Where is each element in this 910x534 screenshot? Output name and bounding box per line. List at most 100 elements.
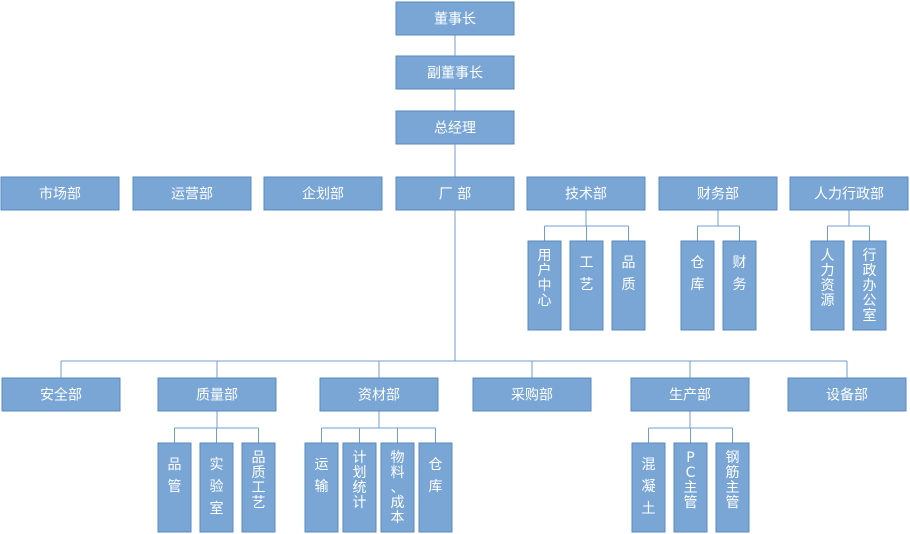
org-node-label: 实验室 [210,457,224,517]
org-node-hr-resources[interactable]: 人力资源 [810,240,845,331]
org-node-planning[interactable]: 企划部 [263,176,383,211]
org-node-box [472,377,592,412]
org-node-q-lab[interactable]: 实验室 [199,442,234,533]
org-node-factory[interactable]: 厂 部 [395,176,515,211]
org-node-label: 董事长 [434,12,476,28]
org-node-label: 用户中心 [538,248,552,309]
org-node-label: 人力行政部 [814,187,884,203]
org-node-label: 市场部 [39,186,81,203]
org-node-fin-finance[interactable]: 财务 [722,240,757,331]
org-node-box [722,240,757,331]
org-node-p-rebar-supervisor[interactable]: 钢筋主管 [715,442,750,533]
org-node-hr-admin[interactable]: 人力行政部 [789,176,909,211]
org-node-box [789,176,909,211]
org-node-label: 财务 [733,255,747,293]
org-node-technology[interactable]: 技术部 [526,176,646,211]
org-node-box [715,442,750,533]
org-node-box [395,176,515,211]
org-node-finance[interactable]: 财务部 [658,176,778,211]
org-node-box [527,240,562,331]
org-node-box [319,377,439,412]
org-node-quality[interactable]: 质量部 [157,377,277,412]
org-node-general-manager[interactable]: 总经理 [395,110,515,145]
org-node-label: 资材部 [358,388,400,404]
org-node-label: 仓库 [691,255,705,293]
org-node-box [658,176,778,211]
org-node-label: 运输 [315,457,329,495]
org-node-label: 混凝土 [642,457,656,517]
org-node-box [673,442,708,533]
org-node-label: 品质 [622,255,636,293]
org-node-q-quality-control[interactable]: 品管 [157,442,192,533]
org-node-box [395,110,515,145]
org-node-vice-chairman[interactable]: 副董事长 [395,55,515,90]
org-node-label: 厂 部 [439,187,471,203]
org-node-m-transport[interactable]: 运输 [304,442,339,533]
org-node-chairman[interactable]: 董事长 [395,1,515,36]
org-node-box [526,176,646,211]
org-node-operations[interactable]: 运营部 [132,176,252,211]
org-node-purchasing[interactable]: 采购部 [472,377,592,412]
org-node-q-quality-process[interactable]: 品质工艺 [241,442,276,533]
org-node-box [199,442,234,533]
org-node-box [342,442,377,533]
org-node-box [241,442,276,533]
org-node-hr-office[interactable]: 行政办公室 [852,240,887,331]
org-node-fin-warehouse[interactable]: 仓库 [680,240,715,331]
org-node-label: 质量部 [196,388,238,404]
org-node-box [263,176,383,211]
org-node-box [631,442,666,533]
org-node-label: 计划统计 [353,450,367,511]
org-node-production[interactable]: 生产部 [630,377,750,412]
org-node-box [569,240,604,331]
org-node-marketing[interactable]: 市场部 [0,176,120,211]
org-node-box [1,377,121,412]
org-node-label: 生产部 [669,388,711,404]
org-node-label: 品质工艺 [252,450,266,511]
org-node-box [157,442,192,533]
org-node-box [418,442,453,533]
org-node-box [630,377,750,412]
org-node-box [380,442,415,533]
org-node-box [304,442,339,533]
org-node-p-concrete[interactable]: 混凝土 [631,442,666,533]
org-node-box [852,240,887,331]
org-node-materials[interactable]: 资材部 [319,377,439,412]
org-node-tech-user-center[interactable]: 用户中心 [527,240,562,331]
org-node-tech-quality[interactable]: 品质 [611,240,646,331]
connector-lines [60,35,870,443]
org-node-label: 副董事长 [427,66,483,82]
org-node-equipment[interactable]: 设备部 [787,377,907,412]
org-node-m-planning-stats[interactable]: 计划统计 [342,442,377,533]
org-node-box [787,377,907,412]
org-node-label: 工艺 [580,255,594,293]
org-node-box [611,240,646,331]
org-node-label: 仓库 [429,457,443,495]
org-node-label: 企划部 [302,186,344,203]
org-node-label: 物料、成本 [391,450,405,526]
org-node-label: 品管 [168,457,182,495]
org-node-box [680,240,715,331]
org-node-box [0,176,120,211]
org-node-label: 总经理 [434,121,476,137]
org-node-box [395,55,515,90]
org-node-box [395,1,515,36]
org-node-safety[interactable]: 安全部 [1,377,121,412]
org-node-label: 人力资源 [821,248,835,309]
org-node-label: 财务部 [697,187,739,203]
org-node-m-material-cost[interactable]: 物料、成本 [380,442,415,533]
org-node-box [810,240,845,331]
org-node-label: 采购部 [511,388,553,404]
org-node-label: 安全部 [40,387,82,404]
org-node-label: 运营部 [171,187,213,203]
org-node-label: 行政办公室 [863,248,877,324]
org-node-m-warehouse[interactable]: 仓库 [418,442,453,533]
org-node-tech-process[interactable]: 工艺 [569,240,604,331]
org-node-label: 钢筋主管 [726,450,740,511]
org-node-box [132,176,252,211]
org-node-label: 技术部 [565,187,607,203]
